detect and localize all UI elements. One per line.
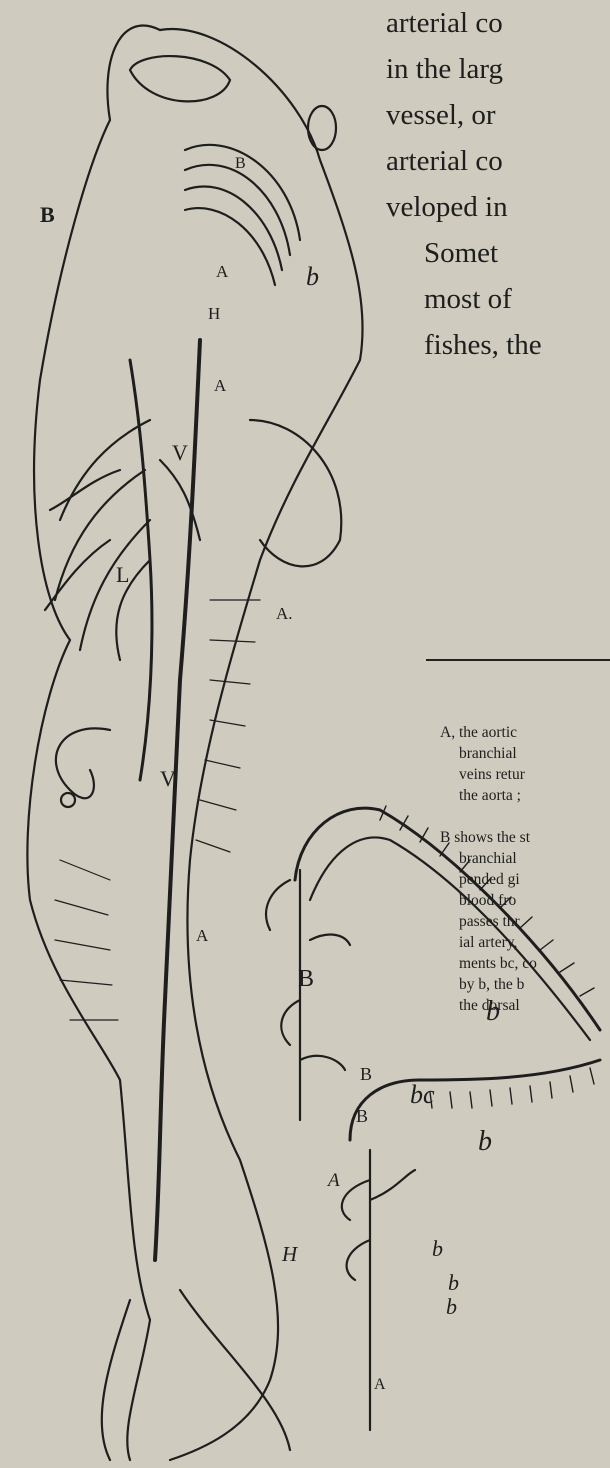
caption-line: branchial	[440, 743, 537, 764]
gill-label-a: A	[328, 1170, 340, 1192]
caption-line: passes thr	[440, 911, 537, 932]
caption-line: blood fro	[440, 890, 537, 911]
gill-label-b-2-italic: b	[448, 1270, 459, 1296]
caption-line: by b, the b	[440, 974, 537, 995]
dorsal-aorta	[155, 340, 200, 1260]
gill-label-b-top: B	[298, 966, 314, 993]
fish-label-h: H	[208, 304, 220, 324]
body-line: vessel, or	[386, 92, 610, 138]
fish-label-v-upper: V	[172, 440, 188, 466]
body-line: most of	[386, 276, 610, 322]
caption-line: pended gi	[440, 869, 537, 890]
gill-label-bc: bc	[410, 1080, 435, 1110]
tail-fin	[102, 1290, 290, 1460]
body-line: in the larg	[386, 46, 610, 92]
gill-label-b-3-italic: b	[446, 1294, 457, 1320]
fish-label-b: b	[306, 262, 319, 292]
gill-label-b-2: B	[360, 1064, 372, 1085]
caption-line: B shows the st	[440, 827, 537, 848]
gill-label-b-1: b	[432, 1236, 443, 1262]
gill-label-b-3: B	[356, 1106, 368, 1127]
fish-label-a-side: A.	[276, 604, 293, 624]
fish-label-b-left: B	[40, 202, 55, 228]
caption-line: veins retur	[440, 764, 537, 785]
body-line: arterial co	[386, 138, 610, 184]
figure-caption: A, the aortic branchial veins retur the …	[440, 722, 537, 1016]
fish-label-a-upper: A	[216, 262, 228, 282]
caption-line: the dorsal	[440, 995, 537, 1016]
caption-line: ial artery,	[440, 932, 537, 953]
fish-outline	[27, 26, 160, 1460]
gill-label-b-mid: b	[478, 1126, 492, 1158]
gill-label-a-bottom: A	[374, 1376, 386, 1394]
fish-label-a-mid: A	[214, 376, 226, 396]
caption-line: A, the aortic	[440, 722, 537, 743]
eye	[308, 106, 336, 150]
body-line: arterial co	[386, 0, 610, 46]
body-line: veloped in	[386, 184, 610, 230]
caption-line: ments bc, co	[440, 953, 537, 974]
body-line: Somet	[386, 230, 610, 276]
gill-label-h: H	[282, 1242, 297, 1267]
caption-line: the aorta ;	[440, 785, 537, 806]
fish-label-a-lower: A	[196, 926, 208, 946]
caption-line: branchial	[440, 848, 537, 869]
fish-label-l: L	[116, 562, 129, 588]
fish-label-b-top: B	[235, 155, 246, 173]
caption-gap	[440, 806, 537, 827]
section-rule	[426, 659, 610, 661]
body-text: arterial co in the larg vessel, or arter…	[386, 0, 610, 368]
fish-label-v-lower: V	[160, 766, 176, 792]
body-line: fishes, the	[386, 322, 610, 368]
